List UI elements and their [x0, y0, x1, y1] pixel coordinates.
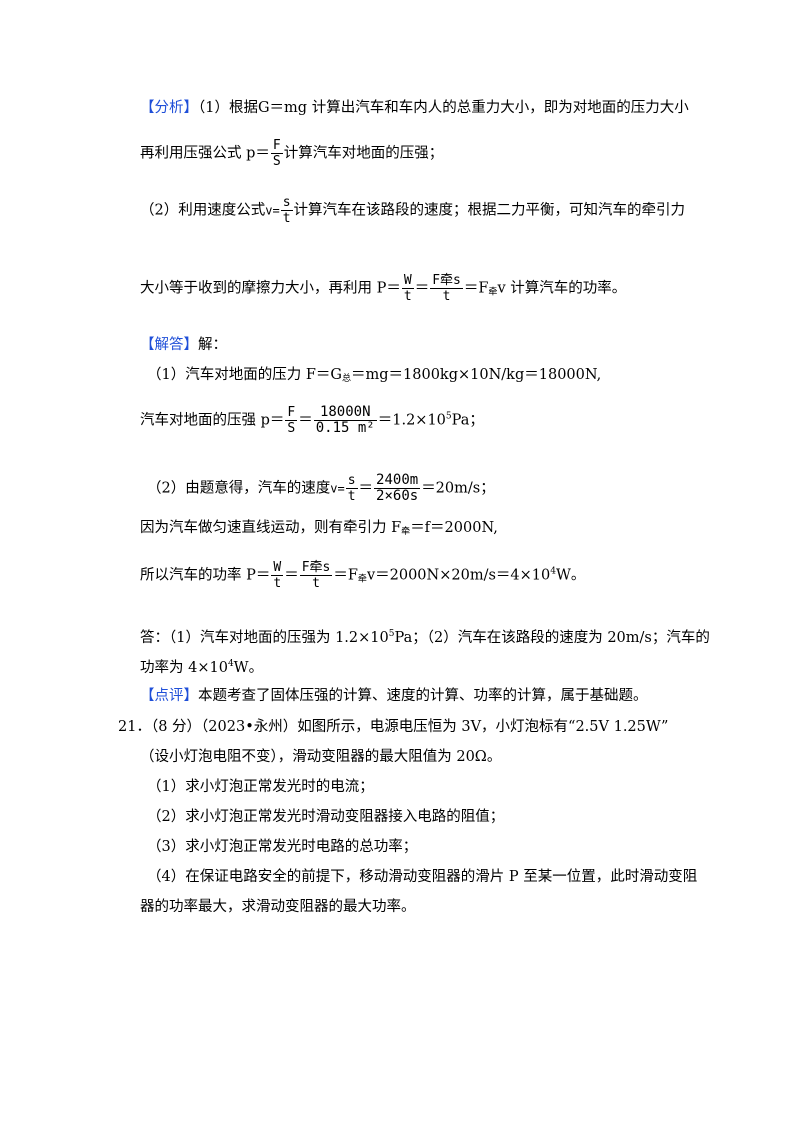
solution-header: 【解答】解：: [140, 337, 227, 353]
solution-line-4: 因为汽车做匀速直线运动，则有牵引力 F牵＝f＝2000N,: [140, 520, 498, 537]
analysis-tag: 【分析】: [140, 100, 198, 116]
answer-line-2: 功率为 4×104W。: [140, 659, 264, 676]
question-number: 21．: [118, 719, 151, 735]
question-21-part-2: （2）求小灯泡正常发光时滑动变阻器接入电路的阻值；: [147, 809, 505, 825]
solution-tag: 【解答】: [140, 337, 198, 353]
comment-tag: 【点评】: [140, 688, 198, 704]
comment-line: 【点评】本题考查了固体压强的计算、速度的计算、功率的计算，属于基础题。: [140, 688, 648, 704]
answer-line-1: 答：（1）汽车对地面的压强为 1.2×105Pa；（2）汽车在该路段的速度为 2…: [140, 629, 710, 646]
question-21-part-1: （1）求小灯泡正常发光时的电流；: [147, 779, 374, 795]
solution-line-1: （1）汽车对地面的压力 F＝G总＝mg＝1800kg×10N/kg＝18000N…: [147, 367, 602, 384]
question-21-line-1: 21．（8 分）（2023•永州）如图所示，电源电压恒为 3V，小灯泡标有“2.…: [118, 719, 669, 735]
question-21-part-3: （3）求小灯泡正常发光时电路的总功率；: [147, 839, 418, 855]
analysis-line-1: 【分析】（1）根据G＝mg 计算出汽车和车内人的总重力大小，即为对地面的压力大小: [140, 100, 689, 116]
question-21-part-4-cont: 器的功率最大，求滑动变阻器的最大功率。: [140, 899, 416, 915]
question-21-line-2: （设小灯泡电阻不变），滑动变阻器的最大阻值为 20Ω。: [140, 749, 502, 765]
question-21-part-4: （4）在保证电路安全的前提下，移动滑动变阻器的滑片 P 至某一位置，此时滑动变阻: [147, 869, 698, 885]
